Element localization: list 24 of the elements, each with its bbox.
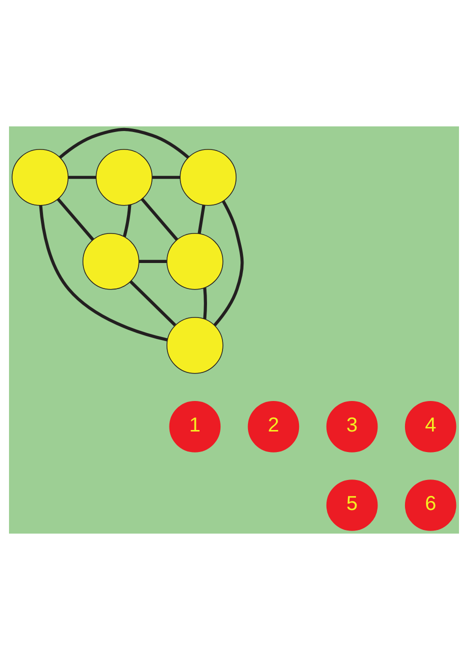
- connector: [38, 205, 168, 342]
- node-circle: [166, 317, 223, 374]
- connector: [138, 260, 166, 263]
- connector: [152, 176, 180, 179]
- node-circle: 3: [326, 401, 378, 452]
- node-circle: 4: [404, 401, 456, 452]
- node-circle: [179, 148, 236, 206]
- node-circle: 6: [404, 480, 456, 531]
- node-circle: [82, 233, 139, 290]
- node-circle: 5: [326, 480, 378, 531]
- node-circle: [95, 148, 152, 206]
- node-circle: 1: [168, 401, 220, 452]
- connector: [197, 204, 205, 234]
- connector: [202, 288, 206, 320]
- node-circle: [166, 233, 223, 290]
- connector: [140, 198, 178, 241]
- connector: [68, 176, 96, 179]
- connector: [212, 200, 244, 326]
- connector: [56, 198, 94, 241]
- connector: [122, 204, 131, 238]
- connector: [58, 128, 189, 159]
- node-circle: [11, 148, 68, 206]
- node-circle: 2: [247, 401, 299, 452]
- connector: [129, 280, 176, 326]
